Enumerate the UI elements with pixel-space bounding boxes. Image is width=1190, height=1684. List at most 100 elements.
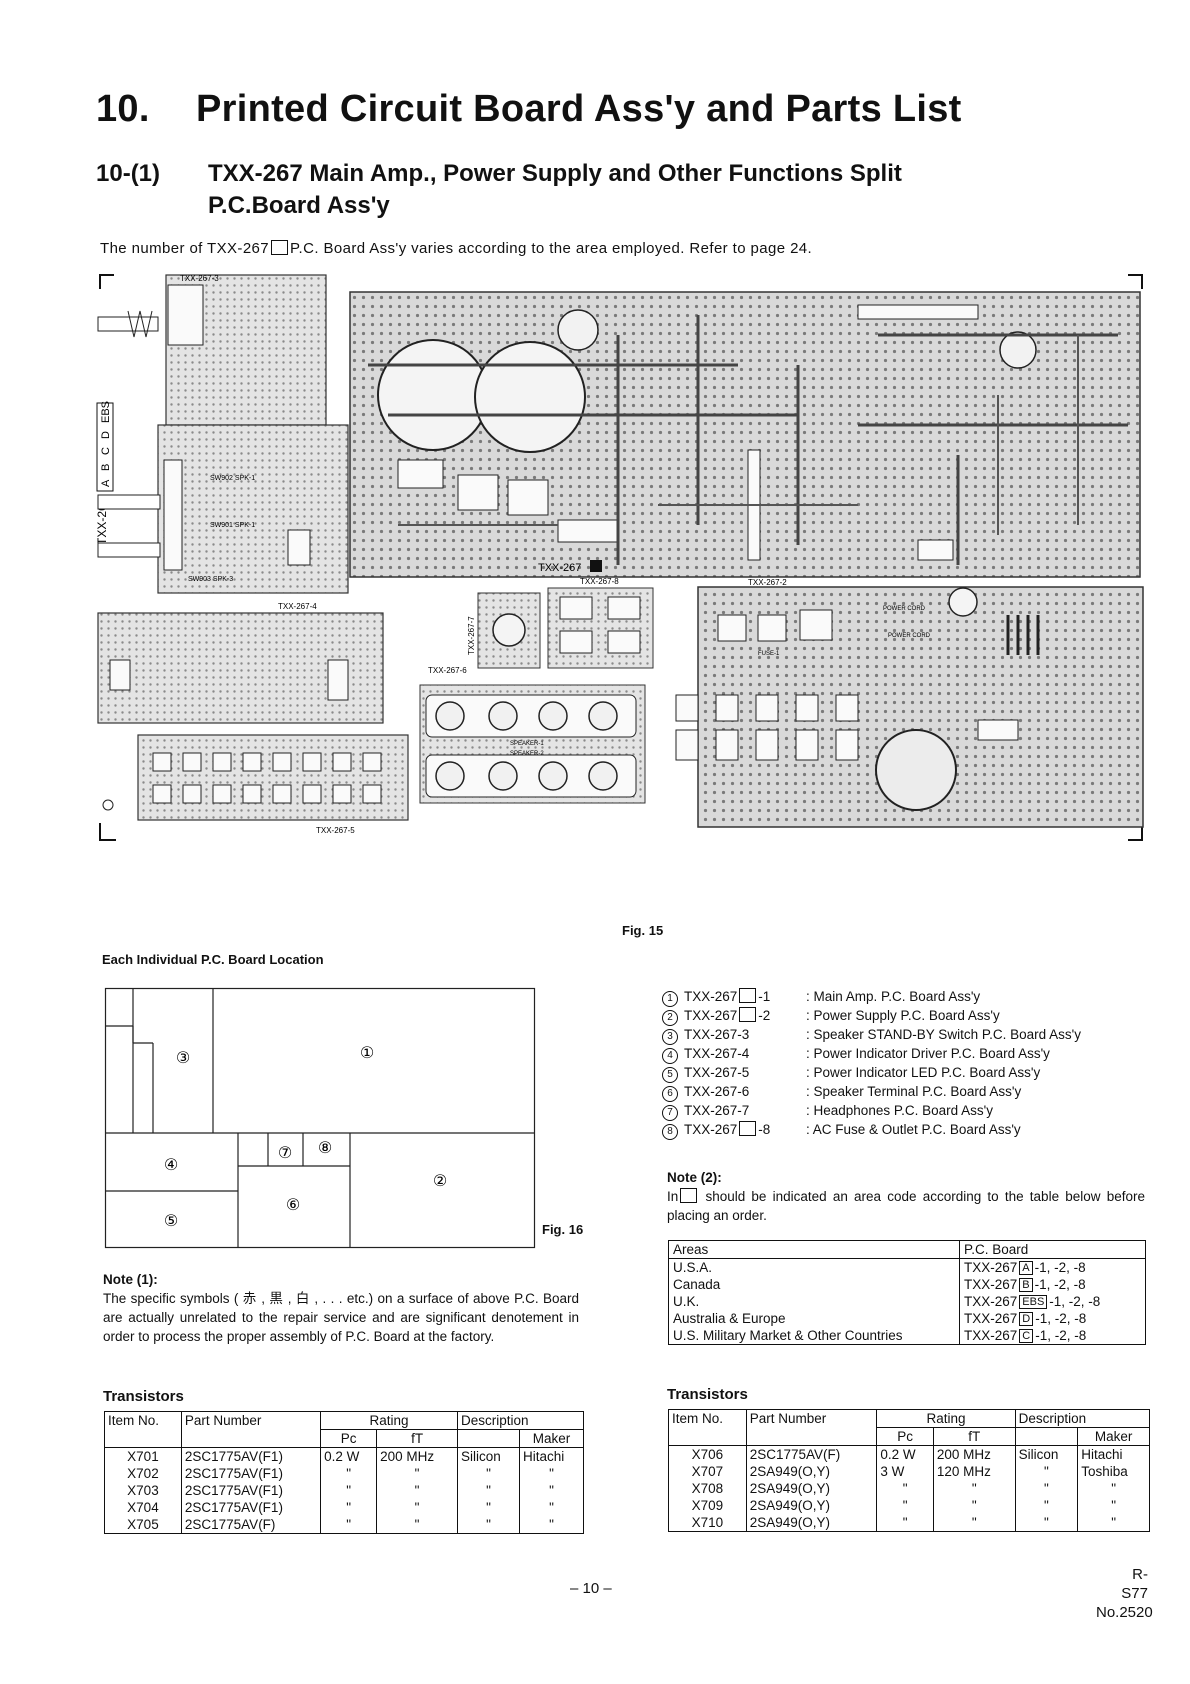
intro-text: The number of TXX-267 P.C. Board Ass'y va… (100, 240, 812, 257)
note-2-before: In (667, 1189, 679, 1204)
headphones-board: TXX-267-7 (467, 592, 541, 669)
power-cord-label-2: POWER CORD (888, 633, 931, 639)
transistors-title-left: Transistors (103, 1388, 184, 1405)
section-title-text: Printed Circuit Board Ass'y and Parts Li… (196, 88, 962, 130)
areas-header-row: Areas P.C. Board (668, 1240, 1146, 1259)
board-label-2: TXX-267-2 (748, 578, 787, 587)
figure-15-caption: Fig. 15 (622, 923, 664, 938)
region-label-7: ⑦ (278, 1143, 292, 1162)
section-title: 10. Printed Circuit Board Ass'y and Parts… (96, 88, 962, 131)
model-number: R-S77 (1121, 1566, 1148, 1602)
document-number: No.2520 (1096, 1604, 1153, 1621)
intro-after: P.C. Board Ass'y varies according to the… (290, 240, 813, 257)
side-code-ebs: EBS (100, 401, 112, 423)
switch-label-2: SW903 SPK-3 (188, 576, 233, 583)
region-label-1: ① (360, 1043, 374, 1062)
board-label-8: TXX-267-8 (580, 577, 619, 586)
board-label-5: TXX-267-5 (316, 826, 355, 835)
board-label-4: TXX-267-4 (278, 602, 317, 611)
corner-mark (1128, 823, 1143, 841)
note-1: Note (1): The specific symbols ( 赤 , 黒 ,… (103, 1270, 579, 1346)
corner-mark (1128, 274, 1143, 289)
transistors-table-left: Item No. Part Number Rating Description … (104, 1411, 584, 1534)
corner-mark (99, 274, 114, 289)
transistors-title-right: Transistors (667, 1386, 748, 1403)
board-label-main: TXX-267 (538, 562, 581, 574)
switch-label-0: SW901 SPK-1 (210, 522, 255, 529)
speaker-label-1: SPEAKER-1 (510, 741, 544, 747)
document-id: R-S77 No.2520 (1096, 1565, 1153, 1622)
board-location-map: ③ ① ④ ⑦ ⑧ ② ⑥ ⑤ (104, 987, 536, 1249)
power-cord-label-1: POWER CORD (883, 606, 926, 612)
fuse-label: FUSE-1 (758, 651, 780, 657)
note-1-heading: Note (1): (103, 1272, 158, 1287)
table-subheader-row: Pc fT Maker (669, 1427, 1150, 1446)
intro-before: The number of TXX-267 (100, 240, 270, 257)
side-code-b: B (100, 464, 112, 471)
region-label-4: ④ (164, 1155, 178, 1174)
section-number: 10. (96, 88, 150, 130)
board-label-3: TXX-267-3 (180, 274, 219, 283)
speaker-terminal-board: TXX-267-6 SPEAKER-1 SPEAKER-2 (419, 666, 646, 804)
indicator-driver-board: TXX-267-4 (97, 602, 384, 724)
subsection-title-line1: TXX-267 Main Amp., Power Supply and Othe… (208, 160, 902, 187)
note-2-after: should be indicated an area code accordi… (667, 1189, 1145, 1223)
note-2-heading: Note (2): (667, 1170, 722, 1185)
board-label-7: TXX-267-7 (467, 616, 476, 655)
subsection-title: 10-(1) TXX-267 Main Amp., Power Supply an… (96, 158, 902, 222)
region-label-6: ⑥ (286, 1195, 300, 1214)
region-label-3: ③ (176, 1048, 190, 1067)
switch-board-top: TXX-267-3 (97, 274, 327, 426)
side-code-d: D (100, 431, 112, 439)
main-amp-board: TXX-267 (349, 291, 1141, 578)
page-number: – 10 – (570, 1580, 612, 1597)
indicator-led-board: TXX-267-5 (102, 734, 409, 835)
pcb-figure: TXX-267 TXX-267-3 TXX-267 A B C D EBS SW… (95, 274, 1144, 841)
switch-board-middle: SW902 SPK-1 SW901 SPK-1 SW903 SPK-3 (97, 424, 349, 594)
location-title: Each Individual P.C. Board Location (102, 952, 324, 967)
area-code-box (271, 240, 289, 255)
side-label: TXX-267 A B C D EBS (95, 401, 114, 545)
subsection-title-line2: P.C.Board Ass'y (208, 192, 390, 219)
table-header-row: Item No. Part Number Rating Description (668, 1409, 1151, 1446)
side-code-c: C (100, 447, 112, 455)
region-label-8: ⑧ (318, 1138, 332, 1157)
note-2: Note (2): In should be indicated an area… (667, 1168, 1145, 1225)
table-subheader-row: Pc fT Maker (105, 1429, 584, 1448)
note-1-text: The specific symbols ( 赤 , 黒 , 白 , . . .… (103, 1291, 579, 1344)
region-label-2: ② (433, 1171, 447, 1190)
side-code-a: A (100, 479, 112, 487)
ac-fuse-board: TXX-267-8 (547, 577, 654, 669)
subsection-number: 10-(1) (96, 160, 161, 187)
figure-16-caption: Fig. 16 (542, 1222, 584, 1237)
table-header-row: Item No. Part Number Rating Description (104, 1411, 584, 1448)
corner-mark (99, 823, 116, 841)
transistors-table-right: Item No. Part Number Rating Description … (668, 1409, 1151, 1532)
switch-label-1: SW902 SPK-1 (210, 475, 255, 482)
power-supply-board: TXX-267-2 FUSE-1 POWER CORD POWER CORD (675, 578, 1144, 828)
